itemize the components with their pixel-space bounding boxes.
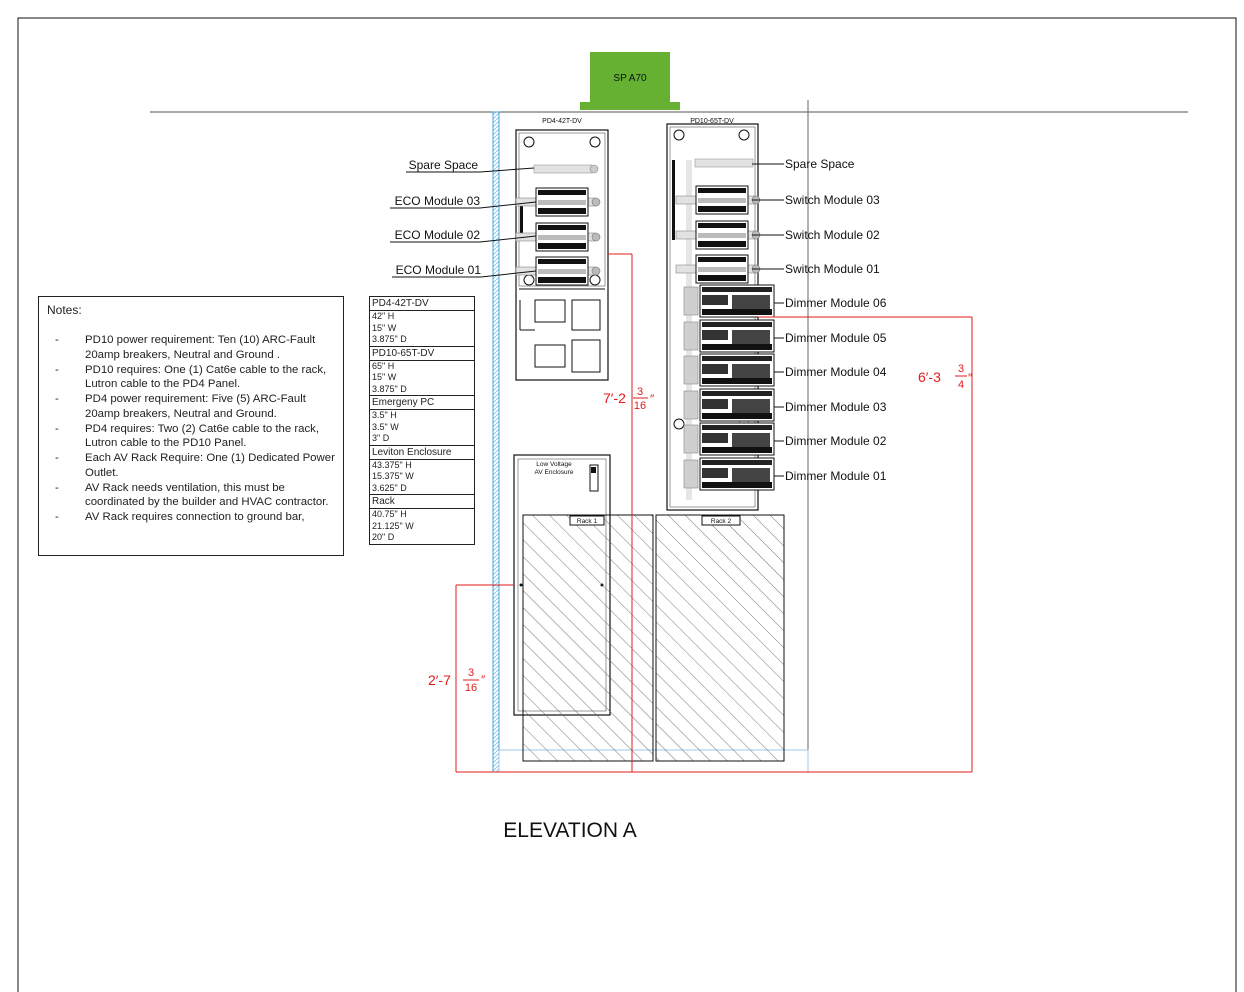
notes-box: Notes: -PD10 power requirement: Ten (10)…	[38, 296, 344, 556]
callout-dimmer-module-05: Dimmer Module 05	[785, 331, 887, 345]
callout-switch-module-03: Switch Module 03	[785, 193, 880, 207]
svg-text:″: ″	[481, 673, 486, 687]
note-item: -PD4 power requirement: Five (5) ARC-Fau…	[55, 393, 306, 420]
notes-list: -PD10 power requirement: Ten (10) ARC-Fa…	[47, 333, 343, 525]
callout-eco-module-02: ECO Module 02	[395, 228, 481, 242]
svg-text:″: ″	[650, 392, 655, 406]
dimmer-module-04	[683, 353, 775, 387]
dimmer-module-02	[683, 422, 775, 456]
pd4-panel-label: PD4-42T-DV	[542, 118, 582, 125]
note-item: -PD10 requires: One (1) Cat6e cable to t…	[55, 363, 327, 391]
left-callouts: Spare Space ECO Module 03 ECO Module 02 …	[390, 158, 537, 278]
svg-text:3: 3	[468, 667, 474, 679]
callout-eco-module-03: ECO Module 03	[395, 194, 481, 208]
right-callouts: Spare Space Switch Module 03 Switch Modu…	[752, 157, 887, 483]
pd10-spare-slot	[694, 158, 754, 168]
svg-text:3: 3	[637, 386, 643, 398]
rack-2-label: Rack 2	[711, 518, 732, 525]
note-item: -AV Rack requires connection to ground b…	[55, 511, 305, 523]
dimmer-module-06	[683, 284, 775, 318]
notes-title: Notes:	[47, 303, 82, 317]
callout-dimmer-module-02: Dimmer Module 02	[785, 434, 887, 448]
callout-dimmer-module-04: Dimmer Module 04	[785, 365, 887, 379]
dimension-lines	[455, 253, 973, 773]
dimension-6-3-3-4: 6′-3 3 4 ″	[918, 363, 973, 391]
note-item: -PD10 power requirement: Ten (10) ARC-Fa…	[55, 334, 316, 361]
callout-eco-module-01: ECO Module 01	[396, 263, 482, 277]
dimmer-module-05	[683, 319, 775, 353]
callout-dimmer-module-03: Dimmer Module 03	[785, 400, 887, 414]
dimmer-module-03	[683, 388, 775, 422]
spec-emergency-pc: Emergeny PC 3.5" H 3.5" W 3" D	[370, 395, 474, 445]
note-item: -Each AV Rack Require: One (1) Dedicated…	[55, 452, 335, 479]
svg-text:4: 4	[958, 379, 964, 391]
pd10-panel-label: PD10-65T-DV	[690, 118, 734, 125]
svg-text:6′-3: 6′-3	[918, 369, 941, 385]
svg-text:3: 3	[958, 363, 964, 375]
spec-rack: Rack 40.75" H 21.125" W 20" D	[370, 494, 474, 544]
equipment-base	[580, 102, 680, 110]
rack-1	[522, 514, 654, 762]
dimension-7-2-3-16: 7′-2 3 16 ″	[603, 386, 655, 412]
elevation-title: ELEVATION A	[503, 819, 636, 842]
svg-text:7′-2: 7′-2	[603, 390, 626, 406]
dimmer-module-01	[683, 457, 775, 491]
dimension-2-7-3-16: 2′-7 3 16 ″	[428, 667, 486, 694]
spec-table: PD4-42T-DV 42" H 15" W 3.875" D PD10-65T…	[369, 296, 475, 545]
spec-pd10: PD10-65T-DV 65" H 15" W 3.875" D	[370, 345, 474, 396]
wall-section	[492, 111, 500, 773]
sheet-border	[17, 17, 1237, 992]
callout-switch-module-01: Switch Module 01	[785, 262, 880, 276]
pd4-spare-slot	[533, 164, 593, 174]
equipment-box	[590, 52, 670, 104]
enclosure-label-line2: AV Enclosure	[535, 469, 574, 476]
enclosure-label-line1: Low Voltage	[536, 461, 572, 468]
svg-text:″: ″	[968, 371, 973, 385]
svg-text:16: 16	[465, 682, 477, 694]
callout-pd10-spare-space: Spare Space	[785, 157, 855, 171]
callout-dimmer-module-06: Dimmer Module 06	[785, 296, 887, 310]
svg-text:16: 16	[634, 400, 646, 412]
spec-leviton-enclosure: Leviton Enclosure 43.375" H 15.375" W 3.…	[370, 444, 474, 495]
rack-2	[655, 514, 785, 762]
callout-pd4-spare-space: Spare Space	[409, 158, 479, 172]
note-item: -AV Rack needs ventilation, this must be…	[55, 481, 329, 509]
callout-dimmer-module-01: Dimmer Module 01	[785, 469, 887, 483]
note-item: -PD4 requires: Two (2) Cat6e cable to th…	[55, 422, 320, 450]
spec-pd4: PD4-42T-DV 42" H 15" W 3.875" D	[370, 297, 474, 346]
svg-text:2′-7: 2′-7	[428, 672, 451, 688]
rack-1-label: Rack 1	[577, 518, 598, 525]
callout-switch-module-02: Switch Module 02	[785, 228, 880, 242]
equipment-label: SP A70	[613, 73, 647, 84]
